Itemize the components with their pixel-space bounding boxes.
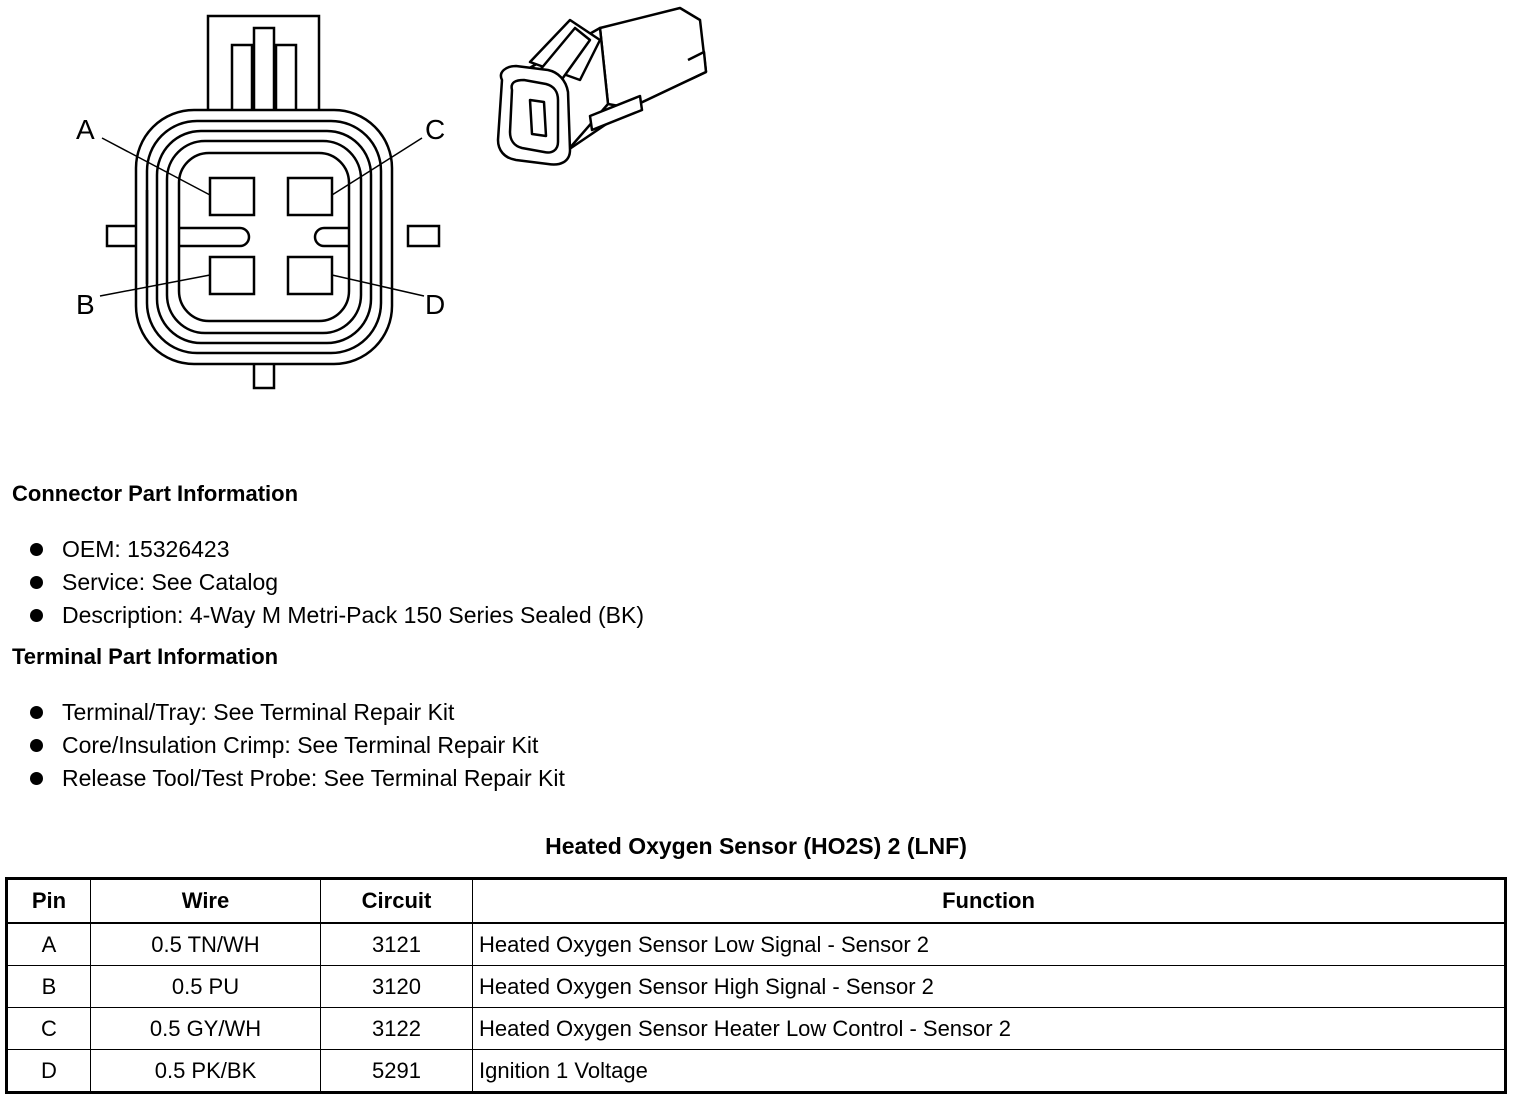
cavity-a <box>208 176 256 217</box>
bullet-icon <box>30 609 43 622</box>
bullet-icon <box>30 739 43 752</box>
table-row: C 0.5 GY/WH 3122 Heated Oxygen Sensor He… <box>6 1007 1506 1050</box>
connector-info-heading: Connector Part Information <box>12 481 299 506</box>
connector-face-view <box>99 14 441 390</box>
pin-label-c: C <box>425 114 445 145</box>
terminal-info-heading: Terminal Part Information <box>12 644 279 669</box>
cell-circuit: 3122 <box>320 1007 473 1050</box>
cell-pin: C <box>6 1007 91 1050</box>
pin-table: Pin Wire Circuit Function A 0.5 TN/WH 31… <box>5 877 1507 1094</box>
pin-label-b: B <box>76 289 95 320</box>
column-header-pin: Pin <box>6 878 91 924</box>
column-header-circuit: Circuit <box>320 878 473 924</box>
bullet-icon <box>30 706 43 719</box>
list-item: Service: See Catalog <box>30 566 644 599</box>
connector-diagram: A C B D <box>76 6 708 390</box>
cell-function: Ignition 1 Voltage <box>472 1049 1506 1093</box>
connector-isometric-view <box>496 6 708 166</box>
list-item: Release Tool/Test Probe: See Terminal Re… <box>30 762 565 795</box>
connector-info-list: OEM: 15326423 Service: See Catalog Descr… <box>30 533 644 632</box>
list-item-text: Terminal/Tray: See Terminal Repair Kit <box>62 699 455 725</box>
bullet-icon <box>30 543 43 556</box>
table-title: Heated Oxygen Sensor (HO2S) 2 (LNF) <box>545 833 967 859</box>
table-header-row: Pin Wire Circuit Function <box>6 878 1506 924</box>
cell-function: Heated Oxygen Sensor Low Signal - Sensor… <box>472 922 1506 966</box>
list-item: OEM: 15326423 <box>30 533 644 566</box>
bullet-icon <box>30 576 43 589</box>
terminal-info-list: Terminal/Tray: See Terminal Repair Kit C… <box>30 696 565 795</box>
table-row: D 0.5 PK/BK 5291 Ignition 1 Voltage <box>6 1049 1506 1093</box>
cell-circuit: 5291 <box>320 1049 473 1093</box>
cavity-d <box>286 255 334 296</box>
cavity-c <box>286 176 334 217</box>
cell-wire: 0.5 GY/WH <box>90 1007 321 1050</box>
table-row: B 0.5 PU 3120 Heated Oxygen Sensor High … <box>6 965 1506 1008</box>
list-item-text: Service: See Catalog <box>62 569 279 595</box>
cell-wire: 0.5 PU <box>90 965 321 1008</box>
column-header-function: Function <box>472 878 1506 924</box>
cell-function: Heated Oxygen Sensor High Signal - Senso… <box>472 965 1506 1008</box>
cell-circuit: 3120 <box>320 965 473 1008</box>
cell-wire: 0.5 PK/BK <box>90 1049 321 1093</box>
cell-pin: B <box>6 965 91 1008</box>
list-item: Terminal/Tray: See Terminal Repair Kit <box>30 696 565 729</box>
list-item-text: Core/Insulation Crimp: See Terminal Repa… <box>62 732 539 758</box>
cell-pin: D <box>6 1049 91 1093</box>
pin-label-d: D <box>425 289 445 320</box>
cavity-b <box>208 255 256 296</box>
bullet-icon <box>30 772 43 785</box>
table-row: A 0.5 TN/WH 3121 Heated Oxygen Sensor Lo… <box>6 922 1506 966</box>
cell-function: Heated Oxygen Sensor Heater Low Control … <box>472 1007 1506 1050</box>
pin-label-a: A <box>76 114 95 145</box>
list-item: Description: 4-Way M Metri-Pack 150 Seri… <box>30 599 644 632</box>
list-item-text: Description: 4-Way M Metri-Pack 150 Seri… <box>62 602 645 628</box>
list-item: Core/Insulation Crimp: See Terminal Repa… <box>30 729 565 762</box>
list-item-text: Release Tool/Test Probe: See Terminal Re… <box>62 765 565 791</box>
cell-pin: A <box>6 922 91 966</box>
column-header-wire: Wire <box>90 878 321 924</box>
cell-wire: 0.5 TN/WH <box>90 922 321 966</box>
cell-circuit: 3121 <box>320 922 473 966</box>
list-item-text: OEM: 15326423 <box>62 536 230 562</box>
